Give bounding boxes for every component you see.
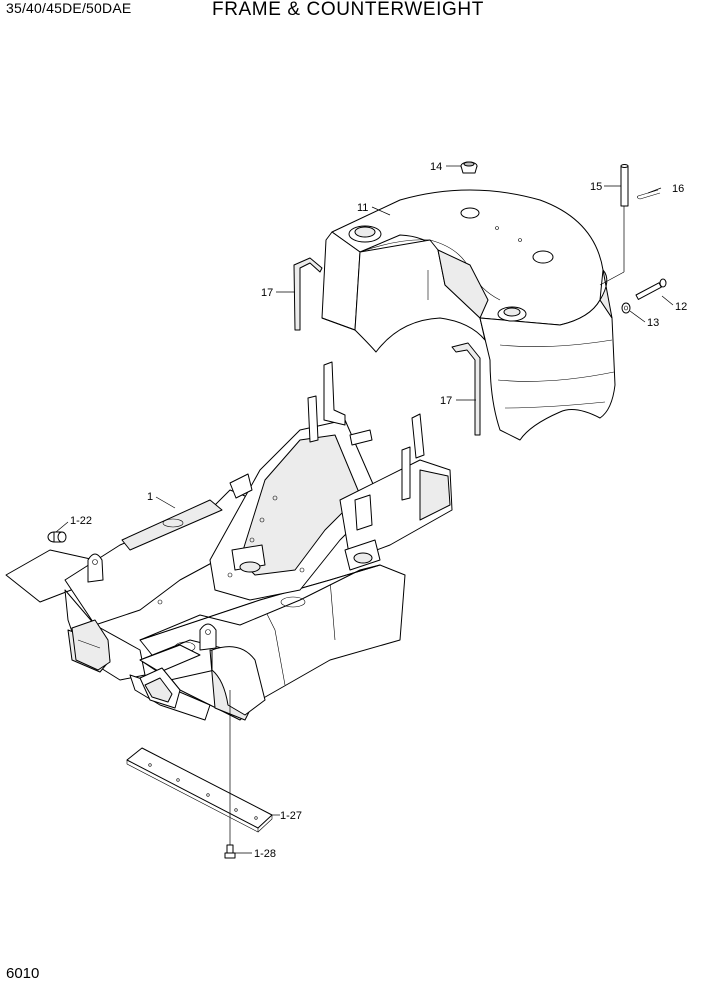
pin-part-15	[620, 164, 629, 207]
callout-1-27: 1-27	[280, 810, 302, 822]
callout-1-22: 1-22	[70, 515, 92, 527]
callout-1-28: 1-28	[254, 848, 276, 860]
callout-15: 15	[590, 181, 602, 193]
callout-13: 13	[647, 317, 659, 329]
bolt-part-1-28	[224, 844, 236, 859]
callout-11: 11	[357, 202, 368, 214]
callout-17-upper: 17	[261, 287, 273, 299]
cotter-part-16	[637, 189, 661, 200]
counterweight	[321, 189, 616, 441]
callout-14: 14	[430, 161, 442, 173]
cap-part-14	[460, 161, 478, 174]
bottom-plate-part-1-27	[126, 747, 273, 833]
rod-part-17-upper	[293, 257, 323, 331]
truck-frame	[5, 361, 453, 721]
callout-12: 12	[675, 301, 687, 313]
model-designation: 35/40/45DE/50DAE	[6, 0, 132, 16]
bolt-part-12	[635, 278, 667, 300]
page-title: FRAME & COUNTERWEIGHT	[212, 0, 484, 20]
rod-part-17-lower	[451, 342, 481, 436]
washer-part-13	[621, 302, 631, 314]
callout-1: 1	[147, 491, 153, 503]
callout-16: 16	[672, 183, 684, 195]
callout-17-lower: 17	[440, 395, 452, 407]
page-number: 6010	[6, 965, 40, 982]
